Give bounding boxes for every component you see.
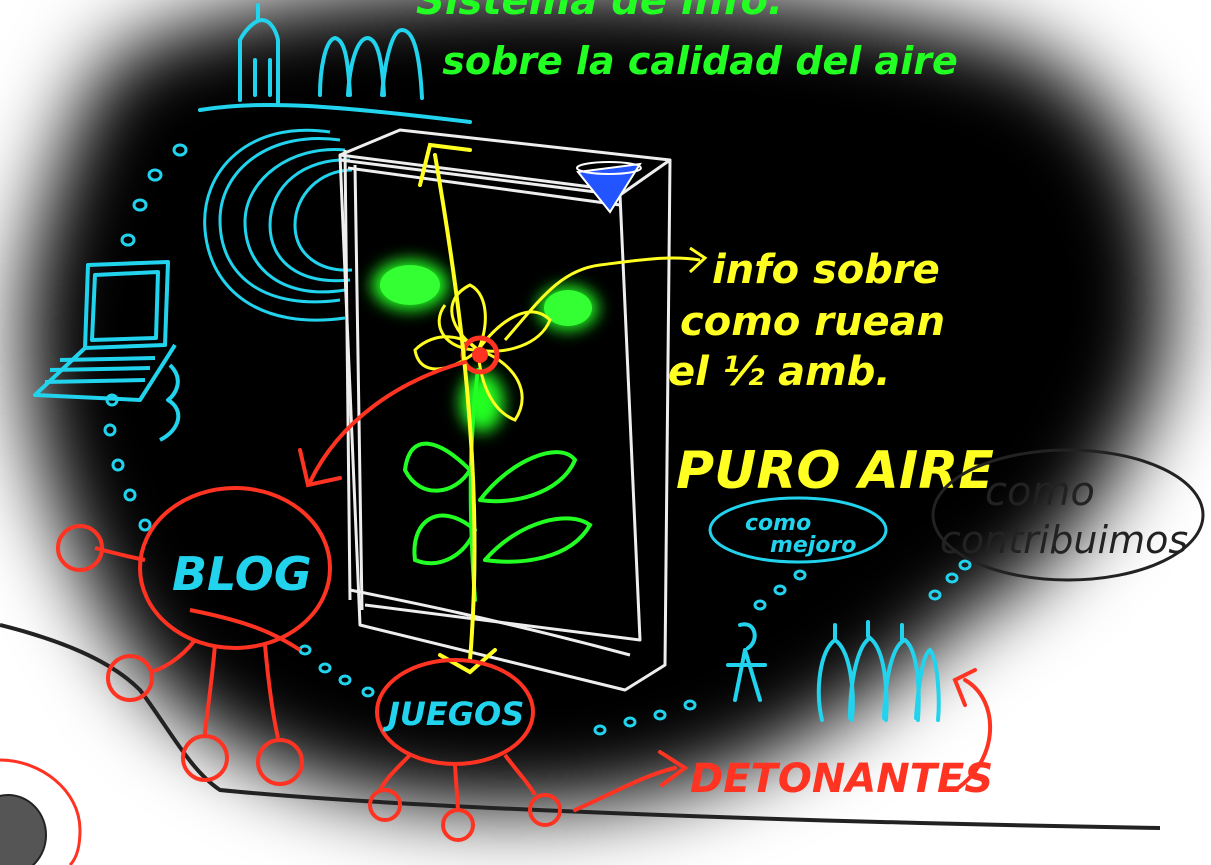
corner-hatched-circle xyxy=(0,795,46,865)
background-blob xyxy=(24,0,1169,808)
info-note-line2: como ruean xyxy=(680,299,945,345)
puro-aire-label: PURO AIRE xyxy=(676,441,994,501)
title-line2: sobre la calidad del aire xyxy=(442,39,957,83)
title-line1: Sistema de info: xyxy=(416,0,784,24)
blog-label[interactable]: BLOG xyxy=(172,547,312,601)
como-contribuimos-line2: contribuimos xyxy=(940,518,1188,562)
juegos-label[interactable]: JUEGOS xyxy=(382,695,524,733)
detonantes-label: DETONANTES xyxy=(690,756,993,802)
como-mejoro-line2: mejoro xyxy=(770,533,856,558)
info-note-line3: el ½ amb. xyxy=(668,349,891,395)
info-note-line1: info sobre xyxy=(712,247,940,293)
como-contribuimos-line1: como xyxy=(985,469,1095,515)
